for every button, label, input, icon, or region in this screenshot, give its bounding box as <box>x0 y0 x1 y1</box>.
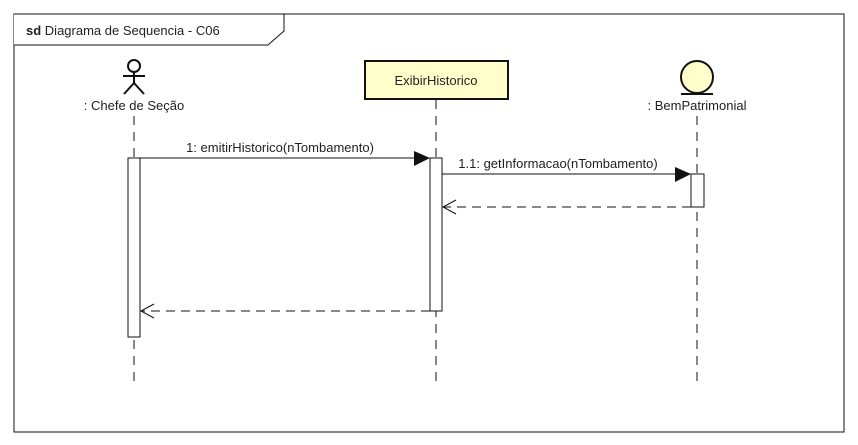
frame-title: sd Diagrama de Sequencia - C06 <box>26 23 220 38</box>
entity-icon <box>680 60 714 95</box>
message-1: 1: emitirHistorico(nTombamento) <box>140 140 430 166</box>
control-activation-bar <box>429 157 443 312</box>
message-1-arrowhead <box>414 151 430 166</box>
actor-icon <box>123 59 145 95</box>
message-1-1-label: 1.1: getInformacao(nTombamento) <box>458 156 657 171</box>
return-1-arrowhead <box>139 303 155 319</box>
return-message-1 <box>139 303 430 319</box>
actor-lifeline: : Chefe de Seção <box>84 59 184 384</box>
actor-activation-bar <box>127 157 141 338</box>
message-1-1: 1.1: getInformacao(nTombamento) <box>442 156 691 182</box>
message-1-label: 1: emitirHistorico(nTombamento) <box>186 140 374 155</box>
return-1-1-arrowhead <box>441 199 457 215</box>
entity-lifeline: : BemPatrimonial <box>648 60 747 384</box>
message-1-1-arrowhead <box>675 167 691 182</box>
control-box <box>364 60 509 100</box>
entity-activation-bar <box>690 173 705 208</box>
frame-name-tab <box>14 13 285 46</box>
return-message-1-1 <box>441 199 691 215</box>
actor-name: : Chefe de Seção <box>84 98 184 113</box>
control-name: ExibirHistorico <box>394 73 477 88</box>
control-lifeline: ExibirHistorico <box>364 60 509 384</box>
entity-name: : BemPatrimonial <box>648 98 747 113</box>
